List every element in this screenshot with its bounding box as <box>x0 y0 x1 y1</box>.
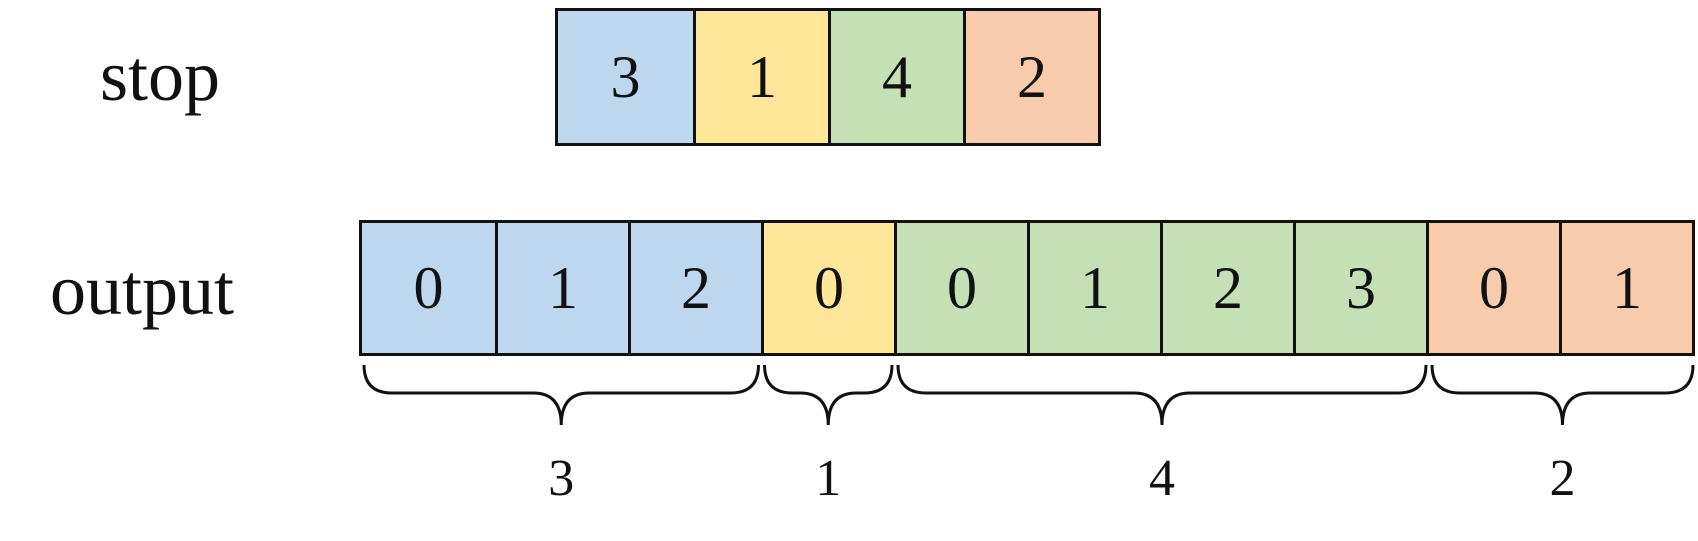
output-cell: 1 <box>1559 223 1692 353</box>
group-count-label: 4 <box>1149 450 1175 507</box>
output-cell: 1 <box>1027 223 1160 353</box>
group-count-label: 1 <box>815 450 841 507</box>
stop-cell: 4 <box>828 11 963 143</box>
output-cell: 0 <box>761 223 894 353</box>
output-cell: 0 <box>362 223 495 353</box>
stop-row-label: stop <box>100 36 221 116</box>
stop-cell: 2 <box>963 11 1098 143</box>
output-cell: 0 <box>894 223 1027 353</box>
group-brace <box>1430 364 1695 426</box>
output-cell: 3 <box>1293 223 1426 353</box>
output-row-label: output <box>50 250 235 330</box>
group-brace <box>896 364 1428 426</box>
output-cell: 1 <box>495 223 628 353</box>
output-cell: 2 <box>1160 223 1293 353</box>
group-brace <box>763 364 894 426</box>
group-count-label: 3 <box>548 450 574 507</box>
group-count-label: 2 <box>1550 450 1576 507</box>
stop-cell: 3 <box>558 11 693 143</box>
group-brace <box>362 364 760 426</box>
stop-cell: 1 <box>693 11 828 143</box>
output-cell: 2 <box>628 223 761 353</box>
output-cell: 0 <box>1426 223 1559 353</box>
